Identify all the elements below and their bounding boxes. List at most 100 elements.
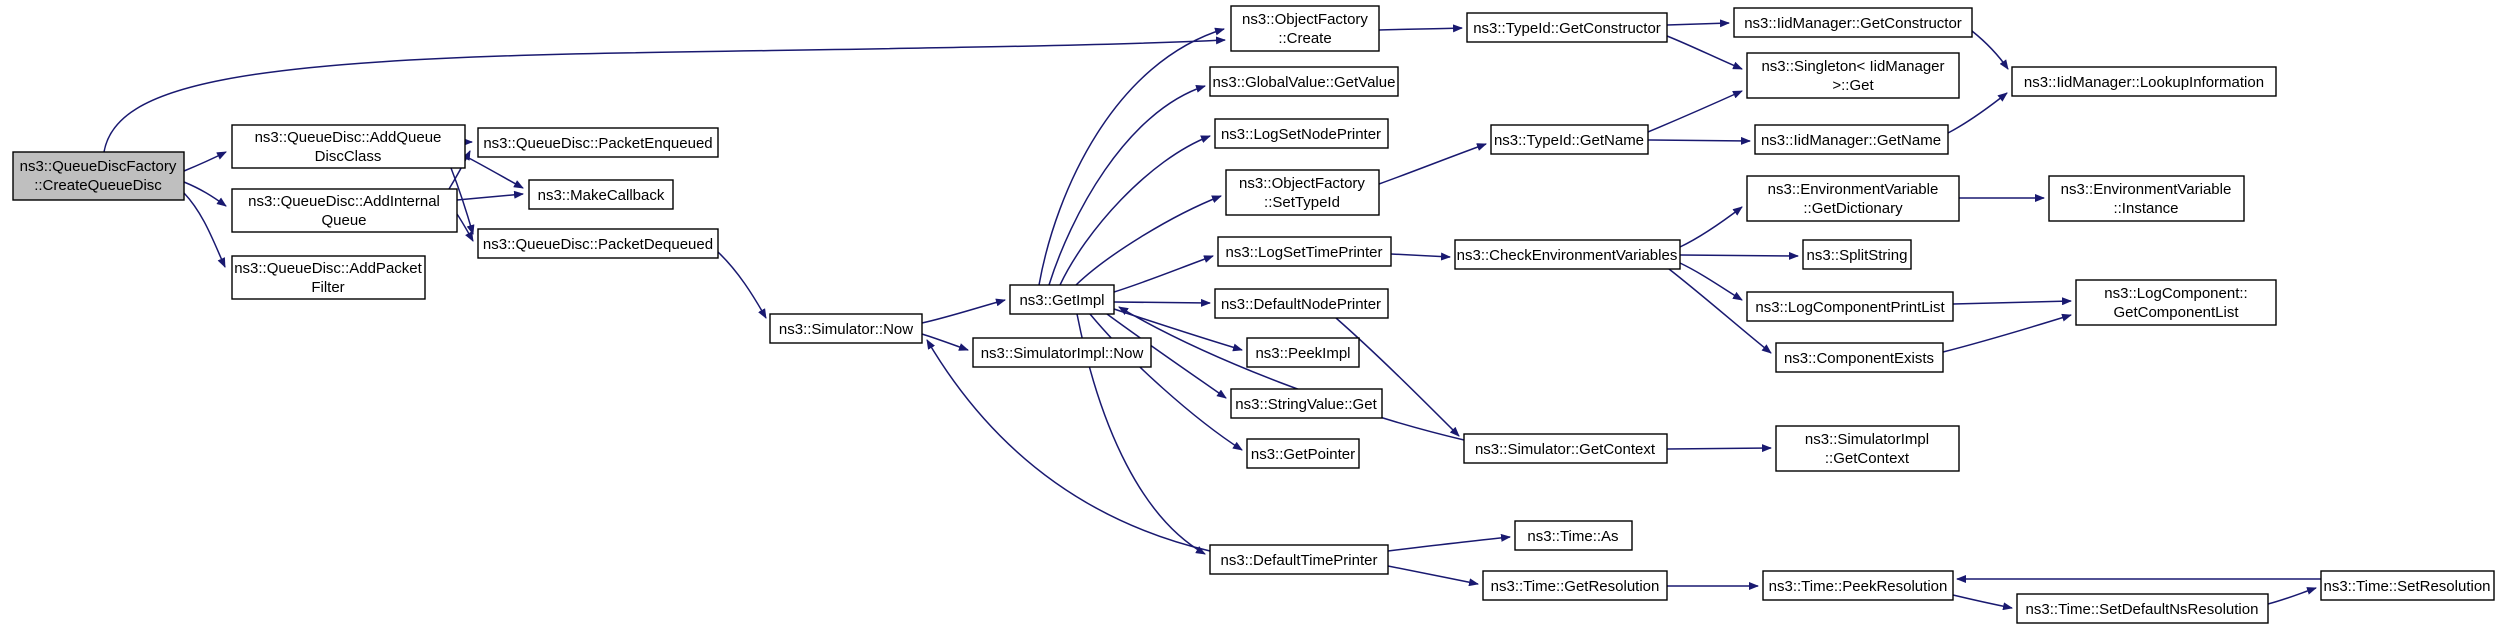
node-time-get-resolution[interactable]: ns3::Time::GetResolution (1482, 570, 1668, 601)
node-make-callback[interactable]: ns3::MakeCallback (528, 179, 674, 210)
node-environment-variable-get-dictionary[interactable]: ns3::EnvironmentVariable::GetDictionary (1746, 175, 1960, 222)
node-string-value-get[interactable]: ns3::StringValue::Get (1230, 388, 1383, 419)
node-check-environment-variables[interactable]: ns3::CheckEnvironmentVariables (1454, 239, 1681, 270)
node-box (1746, 175, 1960, 222)
node-label: ns3::Time::SetResolution (2323, 578, 2490, 595)
node-get-pointer[interactable]: ns3::GetPointer (1246, 438, 1360, 469)
edge-object-factory-set-type-id--type-id-get-name (1378, 143, 1487, 185)
nodes-layer: ns3::QueueDiscFactory::CreateQueueDisc n… (12, 5, 2495, 624)
node-simulator-now[interactable]: ns3::Simulator::Now (769, 313, 923, 344)
node-time-set-default-ns-resolution[interactable]: ns3::Time::SetDefaultNsResolution (2016, 593, 2269, 624)
edge-add-internal-queue--packet-enqueued (448, 150, 471, 190)
node-type-id-get-constructor[interactable]: ns3::TypeId::GetConstructor (1466, 12, 1668, 43)
node-box (2016, 593, 2269, 624)
edge-create-queue-disc--add-packet-filter (183, 192, 226, 268)
edge-simulator-now--get-impl (921, 298, 1006, 324)
node-get-impl[interactable]: ns3::GetImpl (1009, 284, 1115, 315)
node-iid-manager-get-name[interactable]: ns3::IidManager::GetName (1754, 124, 1949, 155)
node-global-value-get-value[interactable]: ns3::GlobalValue::GetValue (1209, 66, 1399, 97)
node-peek-impl[interactable]: ns3::PeekImpl (1246, 337, 1360, 368)
node-label: ns3::Time::PeekResolution (1769, 578, 1948, 595)
node-label: ns3::DefaultTimePrinter (1220, 552, 1377, 569)
edge-get-impl--default-node-printer (1113, 298, 1211, 307)
edge-check-environment-variables--env-var-get-dictionary (1679, 206, 1743, 248)
node-box (1466, 12, 1668, 43)
edge-object-factory-create--type-id-get-constructor (1378, 24, 1463, 33)
node-time-peek-resolution[interactable]: ns3::Time::PeekResolution (1762, 570, 1954, 601)
edge-get-impl--log-set-node-printer (1059, 135, 1211, 286)
node-box (1746, 291, 1954, 322)
edge-add-internal-queue--packet-dequeued (456, 213, 474, 242)
edge-type-id-get-name--singleton-iid-manager-get (1647, 90, 1743, 133)
node-create-queue-disc: ns3::QueueDiscFactory::CreateQueueDisc (12, 151, 185, 201)
node-iid-manager-lookup-information[interactable]: ns3::IidManager::LookupInformation (2011, 66, 2277, 97)
node-label: ns3::QueueDiscFactory::CreateQueueDisc (20, 158, 177, 194)
edge-add-queue-disc-class--make-callback (464, 155, 524, 189)
node-log-component-print-list[interactable]: ns3::LogComponentPrintList (1746, 291, 1954, 322)
node-log-set-node-printer[interactable]: ns3::LogSetNodePrinter (1214, 118, 1389, 149)
edge-time-set-default-ns-resolution--time-set-resolution (2267, 587, 2317, 605)
node-box (1514, 520, 1633, 551)
node-packet-enqueued[interactable]: ns3::QueueDisc::PacketEnqueued (477, 127, 719, 158)
node-singleton-iid-manager-get[interactable]: ns3::Singleton< IidManager>::Get (1746, 52, 1960, 99)
node-label: ns3::DefaultNodePrinter (1221, 296, 1381, 313)
node-object-factory-set-type-id[interactable]: ns3::ObjectFactory::SetTypeId (1225, 169, 1380, 216)
node-label: ns3::EnvironmentVariable::Instance (2061, 181, 2232, 217)
node-label: ns3::PeekImpl (1255, 345, 1350, 362)
node-box (1762, 570, 1954, 601)
node-box (1009, 284, 1115, 315)
node-box (769, 313, 923, 344)
node-iid-manager-get-constructor[interactable]: ns3::IidManager::GetConstructor (1733, 7, 1973, 38)
edge-log-set-time-printer--check-environment-variables (1390, 252, 1451, 261)
node-box (1230, 388, 1383, 419)
node-box (1209, 544, 1389, 575)
edge-add-queue-disc-class--packet-dequeued (450, 167, 475, 235)
node-default-node-printer[interactable]: ns3::DefaultNodePrinter (1214, 288, 1389, 319)
edge-default-time-printer--time-as (1387, 533, 1511, 552)
edge-default-time-printer--time-get-resolution (1387, 565, 1479, 587)
node-time-set-resolution[interactable]: ns3::Time::SetResolution (2320, 570, 2495, 601)
node-box (1490, 124, 1649, 155)
node-box (2048, 175, 2245, 222)
node-box (2075, 279, 2277, 326)
node-packet-dequeued[interactable]: ns3::QueueDisc::PacketDequeued (477, 228, 719, 259)
node-default-time-printer[interactable]: ns3::DefaultTimePrinter (1209, 544, 1389, 575)
node-simulator-get-context[interactable]: ns3::Simulator::GetContext (1463, 433, 1668, 464)
node-split-string[interactable]: ns3::SplitString (1802, 239, 1912, 270)
node-label: ns3::Time::As (1527, 528, 1618, 545)
edge-component-exists--log-component-get-component-list (1942, 313, 2072, 353)
node-box (1214, 118, 1389, 149)
node-time-as[interactable]: ns3::Time::As (1514, 520, 1633, 551)
node-label: ns3::Simulator::GetContext (1475, 441, 1656, 458)
node-simulator-impl-get-context[interactable]: ns3::SimulatorImpl::GetContext (1775, 425, 1960, 472)
node-type-id-get-name[interactable]: ns3::TypeId::GetName (1490, 124, 1649, 155)
node-environment-variable-instance[interactable]: ns3::EnvironmentVariable::Instance (2048, 175, 2245, 222)
edge-check-environment-variables--component-exists (1668, 268, 1772, 354)
node-box (1802, 239, 1912, 270)
node-component-exists[interactable]: ns3::ComponentExists (1775, 342, 1944, 373)
node-log-set-time-printer[interactable]: ns3::LogSetTimePrinter (1217, 236, 1392, 267)
node-simulator-impl-now[interactable]: ns3::SimulatorImpl::Now (972, 337, 1152, 368)
node-box (1214, 288, 1389, 319)
edge-default-time-printer--simulator-now (926, 339, 1211, 552)
node-label: ns3::IidManager::GetConstructor (1744, 15, 1962, 32)
node-box (972, 337, 1152, 368)
node-box (12, 151, 185, 201)
node-label: ns3::GlobalValue::GetValue (1213, 74, 1396, 91)
node-log-component-get-component-list[interactable]: ns3::LogComponent::GetComponentList (2075, 279, 2277, 326)
node-box (2320, 570, 2495, 601)
edge-iid-manager-get-name--iid-manager-lookup-information (1947, 92, 2008, 134)
edges-layer (103, 19, 2321, 611)
edge-log-component-print-list--log-component-get-component-list (1952, 297, 2072, 306)
node-label: ns3::QueueDisc::PacketEnqueued (483, 135, 712, 152)
node-label: ns3::IidManager::GetName (1761, 132, 1941, 149)
node-object-factory-create[interactable]: ns3::ObjectFactory::Create (1230, 5, 1380, 52)
node-label: ns3::TypeId::GetName (1494, 132, 1644, 149)
node-box (1746, 52, 1960, 99)
